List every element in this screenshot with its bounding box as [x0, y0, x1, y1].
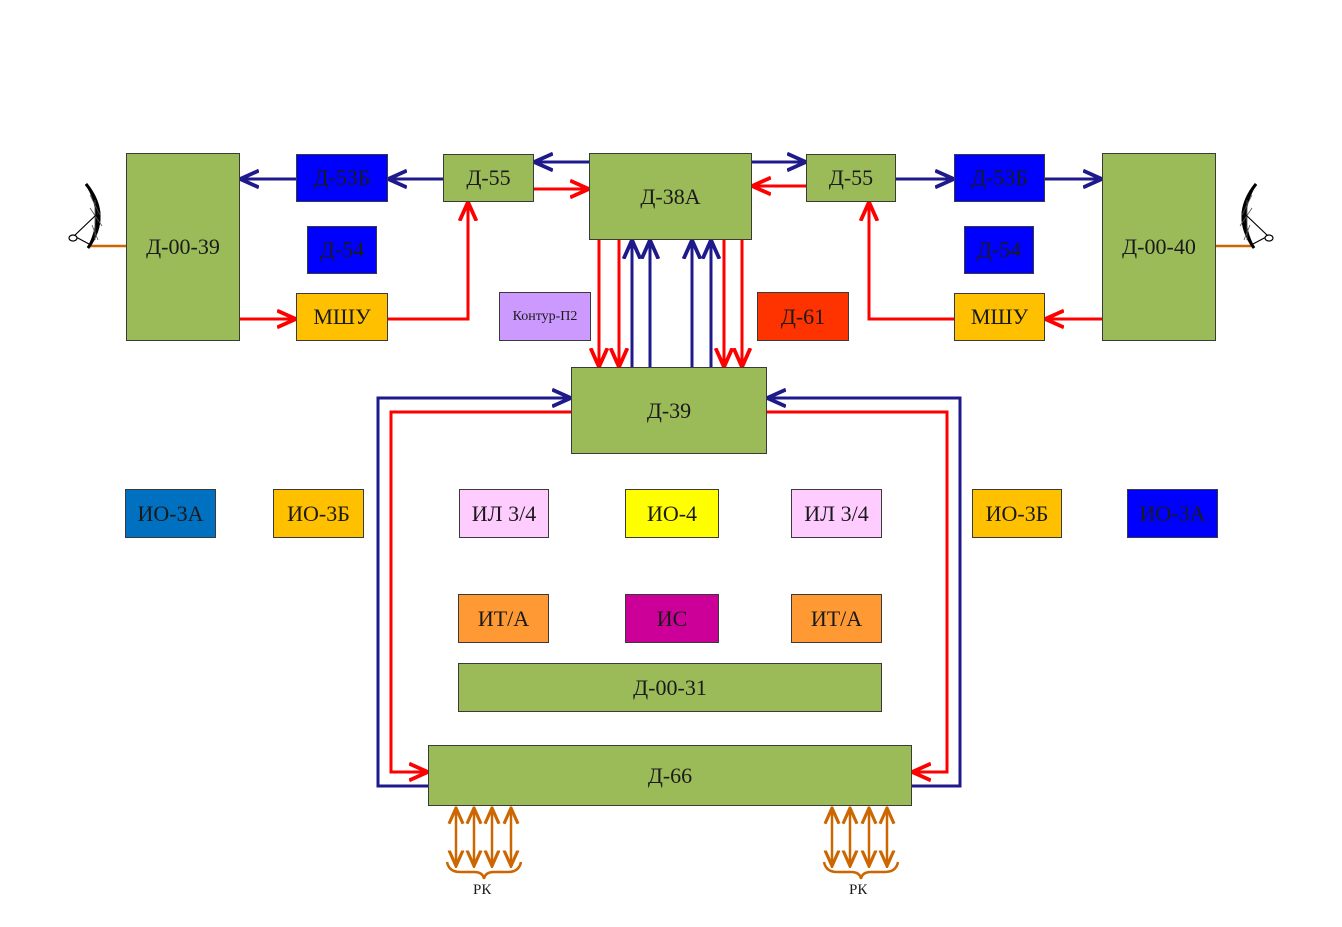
rk-links-right: [822, 808, 900, 880]
block-label: Д-38А: [640, 183, 701, 209]
block-label: ИС: [656, 605, 688, 631]
arrow-mshu-to-d55-left: [388, 202, 468, 321]
block-label: Д-00-39: [146, 234, 220, 259]
block-d-00-39[interactable]: Д-00-39: [126, 153, 240, 341]
block-d-53b-left[interactable]: Д-53Б: [296, 154, 388, 202]
block-d-66[interactable]: Д-66: [428, 745, 912, 806]
block-label: Д-53Б: [313, 165, 371, 190]
loop-navy-right: [767, 398, 962, 788]
block-it-a-right[interactable]: ИТ/А: [791, 594, 882, 643]
block-label: ИО-3А: [137, 500, 204, 526]
label-rk-right: РК: [849, 882, 868, 898]
block-label: ИЛ 3/4: [471, 500, 537, 526]
block-mshu-right[interactable]: МШУ: [954, 293, 1045, 341]
block-is[interactable]: ИС: [625, 594, 719, 643]
satellite-dish-icon: [1216, 183, 1274, 249]
block-it-a-left[interactable]: ИТ/А: [458, 594, 549, 643]
block-label: Д-39: [646, 397, 692, 423]
block-label: Д-00-40: [1122, 234, 1196, 259]
block-mshu-left[interactable]: МШУ: [296, 293, 388, 341]
block-label: ИО-4: [646, 500, 698, 526]
block-label: Контур-П2: [512, 308, 578, 324]
block-d-53b-right[interactable]: Д-53Б: [954, 154, 1045, 202]
block-io-3a-left[interactable]: ИО-3А: [125, 489, 216, 538]
block-label: ИЛ 3/4: [804, 500, 869, 526]
block-label: ИО-3Б: [287, 500, 350, 526]
block-io-4[interactable]: ИО-4: [625, 489, 719, 538]
block-d-55-left[interactable]: Д-55: [443, 154, 534, 202]
block-label: ИО-3А: [1139, 500, 1206, 526]
block-label: Д-54: [319, 237, 365, 262]
block-label: ИО-3Б: [985, 500, 1049, 526]
block-d-00-40[interactable]: Д-00-40: [1102, 153, 1216, 341]
block-label: Д-00-31: [633, 674, 707, 700]
block-label: ИТ/А: [477, 605, 530, 631]
block-d-55-right[interactable]: Д-55: [806, 154, 896, 202]
block-label: Д-55: [466, 165, 511, 190]
block-d-38a[interactable]: Д-38А: [589, 153, 752, 240]
block-il-3-4-left[interactable]: ИЛ 3/4: [459, 489, 549, 538]
loop-red-left: [389, 410, 571, 772]
block-d-61[interactable]: Д-61: [757, 292, 849, 341]
loop-navy-left: [376, 398, 571, 788]
block-io-3a-right[interactable]: ИО-3А: [1127, 489, 1218, 538]
block-d-54-right[interactable]: Д-54: [964, 226, 1034, 274]
block-il-3-4-right[interactable]: ИЛ 3/4: [791, 489, 882, 538]
label-rk-left: РК: [473, 882, 492, 898]
block-label: Д-53Б: [971, 165, 1028, 190]
block-label: Д-55: [828, 165, 874, 190]
arrow-mshu-to-d55-right: [869, 202, 954, 321]
block-d-54-left[interactable]: Д-54: [307, 226, 377, 274]
block-io-3b-right[interactable]: ИО-3Б: [972, 489, 1062, 538]
loop-red-right: [767, 410, 949, 772]
block-label: МШУ: [313, 304, 371, 329]
block-label: МШУ: [970, 304, 1029, 329]
block-label: Д-54: [976, 237, 1022, 262]
block-label: ИТ/А: [810, 605, 863, 631]
satellite-dish-icon: [68, 183, 126, 249]
block-label: Д-66: [647, 762, 693, 788]
block-kontur-p2[interactable]: Контур-П2: [499, 292, 591, 341]
rk-links-left: [445, 808, 523, 880]
block-d-39[interactable]: Д-39: [571, 367, 767, 454]
block-d-00-31[interactable]: Д-00-31: [458, 663, 882, 712]
block-io-3b-left[interactable]: ИО-3Б: [273, 489, 364, 538]
block-label: Д-61: [780, 303, 826, 329]
